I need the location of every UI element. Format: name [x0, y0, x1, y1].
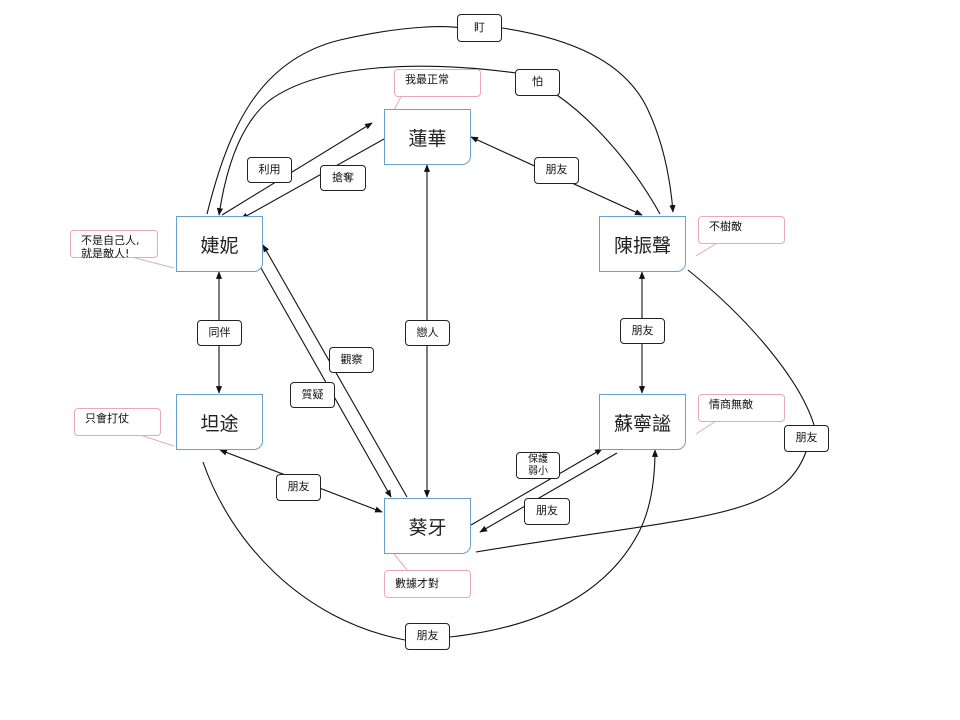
- note-tail-jieni: [134, 257, 175, 269]
- edge-label-tantu-kuiya: 朋友: [276, 474, 321, 501]
- edge-tantu-su: [202, 461, 406, 641]
- note-kuiya: 數據才對: [384, 570, 471, 598]
- edge-label-ding: 盯: [457, 14, 502, 42]
- edge-baohu: [470, 448, 603, 526]
- node-kuiya[interactable]: 葵牙: [384, 498, 471, 554]
- edge-label-guancha: 觀察: [329, 347, 374, 373]
- edge-ding-b: [501, 27, 676, 213]
- edge-label-liyong: 利用: [247, 157, 292, 183]
- edge-qiangduo: [240, 138, 385, 220]
- note-su: 情商無敵: [698, 394, 785, 422]
- node-tantu[interactable]: 坦途: [176, 394, 263, 450]
- edge-tantu-su-b: [449, 449, 659, 638]
- node-su[interactable]: 蘇寧謐: [599, 394, 686, 450]
- edge-pa-b: [216, 65, 517, 216]
- edge-label-baohu: 保護 弱小: [516, 452, 560, 479]
- edge-chen-kuiya: [687, 269, 815, 426]
- edge-chen-kuiya-b: [475, 451, 807, 553]
- note-tail-lianhua: [393, 94, 403, 111]
- edge-label-chen-kuiya: 朋友: [784, 425, 829, 452]
- edge-label-chen-su: 朋友: [620, 318, 665, 344]
- edge-label-lianhua-chen: 朋友: [534, 157, 579, 184]
- note-jieni: 不是自己人, 就是敵人!: [70, 230, 158, 260]
- edge-pa: [556, 94, 661, 215]
- edge-label-tantu-su: 朋友: [405, 623, 450, 650]
- edge-label-tongban: 同伴: [197, 320, 242, 346]
- note-tail-su: [695, 420, 717, 435]
- node-jieni[interactable]: 婕妮: [176, 216, 263, 272]
- note-chen: 不樹敵: [698, 216, 785, 244]
- edge-label-zhiyi: 質疑: [290, 382, 335, 408]
- node-lianhua[interactable]: 蓮華: [384, 109, 471, 165]
- note-tail-chen: [695, 242, 718, 257]
- edge-label-qiangduo: 搶奪: [320, 165, 366, 191]
- edge-label-su-kuiya: 朋友: [524, 498, 570, 525]
- edge-label-pa: 怕: [515, 69, 560, 96]
- edge-su-kuiya: [479, 452, 618, 533]
- edge-label-lianren: 戀人: [405, 320, 450, 346]
- node-chen[interactable]: 陳振聲: [599, 216, 686, 272]
- note-tail-tantu: [139, 434, 175, 447]
- note-tantu: 只會打仗: [74, 408, 161, 436]
- note-lianhua: 我最正常: [394, 69, 481, 97]
- edge-liyong: [221, 122, 373, 216]
- note-tail-kuiya: [393, 553, 409, 572]
- edge-ding: [206, 26, 461, 215]
